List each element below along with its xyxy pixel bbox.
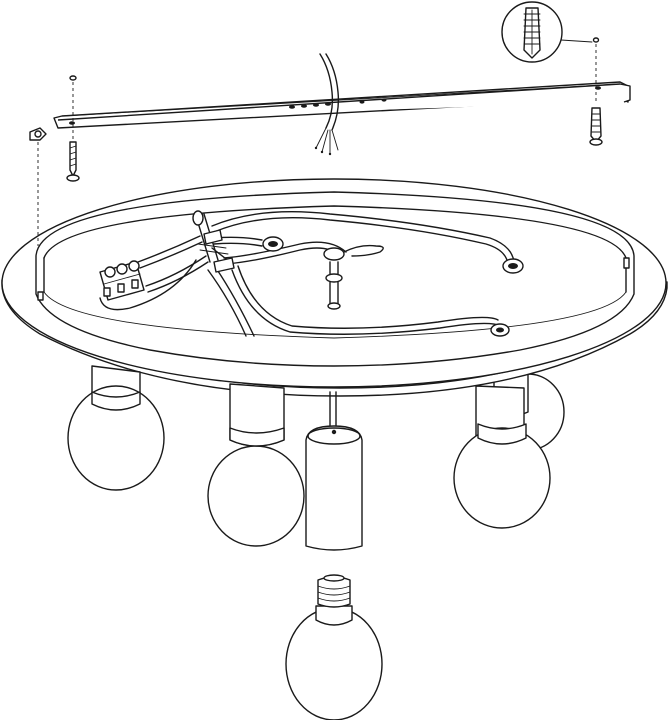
mounting-bracket — [53, 81, 631, 129]
lamp-center-left — [207, 383, 305, 547]
cable-tie-point — [192, 210, 235, 273]
lamp-front-right — [453, 385, 551, 529]
socket-back-right — [502, 258, 524, 274]
cable-anchor — [323, 244, 384, 310]
wiring-harness — [99, 211, 515, 337]
lamp-center-pendant — [305, 391, 363, 551]
lamp-left — [67, 365, 165, 491]
screw-left — [66, 75, 80, 182]
socket-back-left — [262, 236, 284, 252]
terminal-block — [99, 260, 145, 301]
wall-plug-callout — [501, 1, 593, 63]
ceiling-plate — [1, 178, 668, 397]
mains-cable — [314, 53, 340, 156]
wall-plug-right — [589, 37, 603, 146]
bracket-nut — [29, 127, 47, 141]
globe-bulb — [285, 574, 383, 720]
socket-front-right — [490, 323, 510, 337]
